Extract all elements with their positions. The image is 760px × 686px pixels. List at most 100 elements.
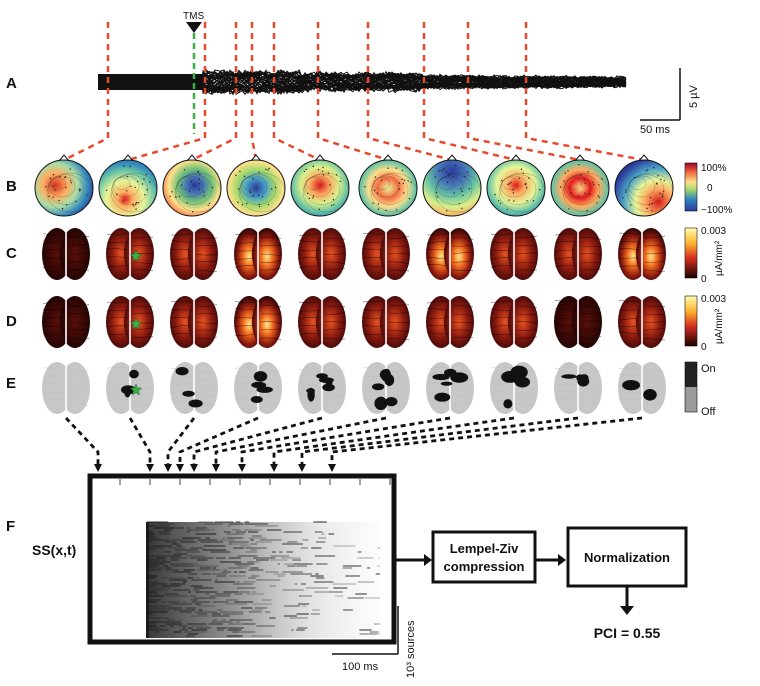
electrode-dot — [374, 176, 376, 178]
topo-head — [226, 159, 286, 217]
electrode-dot — [657, 175, 659, 177]
sulcus — [42, 325, 64, 327]
sulcus — [618, 232, 640, 235]
electrode-dot — [445, 171, 447, 173]
electrode-dot — [510, 181, 512, 184]
sulcus — [298, 240, 320, 243]
electrode-dot — [268, 167, 270, 170]
sulcus — [196, 237, 218, 239]
down-triangle-icon — [186, 22, 202, 33]
right-hemisphere — [316, 296, 346, 348]
sulcus — [516, 261, 538, 264]
sulcus — [618, 309, 640, 311]
row-label-f: F — [6, 518, 15, 535]
sulcus — [234, 367, 256, 369]
topo-contour — [302, 172, 350, 213]
sulcus — [388, 387, 410, 390]
electrode-dot — [630, 204, 632, 206]
ss-matrix-raster — [146, 521, 382, 638]
time-scale-label: 50 ms — [640, 124, 670, 136]
sulcus — [490, 366, 512, 369]
sulcus — [260, 260, 282, 263]
arrow-head-icon — [620, 606, 634, 615]
sulcus — [618, 299, 640, 303]
legend-off: Off — [701, 406, 716, 418]
electrode-dot — [69, 168, 71, 170]
topo-head — [290, 159, 350, 217]
topo-nose — [382, 154, 394, 162]
brain-map — [426, 296, 474, 348]
sulcus — [196, 253, 218, 256]
electrode-dot — [622, 197, 624, 199]
sulcus — [132, 269, 154, 271]
sulcus — [362, 317, 384, 319]
sulcus — [644, 269, 666, 273]
sulcus — [324, 237, 346, 240]
sulcus — [644, 378, 666, 381]
electrode-dot — [75, 200, 77, 202]
electrode-dot — [387, 167, 389, 169]
electrode-dot — [586, 210, 588, 212]
row-label-c: C — [6, 245, 17, 262]
arrow-head-icon — [94, 464, 102, 472]
sulcus — [298, 265, 320, 269]
binary-legend: On Off — [684, 361, 716, 418]
sulcus — [298, 332, 320, 336]
brain-map — [234, 296, 282, 348]
electrode-dot — [333, 204, 335, 206]
sulcus — [516, 313, 538, 316]
active-region — [182, 390, 195, 397]
eeg-trace — [201, 69, 627, 95]
electrode-dot — [656, 183, 658, 185]
sulcus — [388, 304, 410, 307]
sulcus — [68, 387, 90, 390]
sulcus — [298, 317, 320, 319]
electrode-dot — [401, 169, 404, 172]
electrode-dot — [462, 194, 464, 197]
electrode-dot — [203, 195, 205, 197]
sulcus — [644, 313, 666, 316]
sulcus — [260, 394, 282, 397]
pci-result: PCI = 0.55 — [594, 625, 661, 641]
electrode-dot — [512, 192, 514, 194]
electrode-dot — [524, 183, 527, 185]
sulcus — [426, 233, 448, 236]
electrode-dot — [261, 196, 264, 198]
lz-box-line1: Lempel-Ziv — [450, 541, 519, 556]
sulcus — [388, 337, 410, 340]
electrode-dot — [443, 168, 445, 170]
topo-contour — [305, 177, 323, 190]
electrode-dot — [237, 201, 239, 203]
sulcus — [516, 321, 538, 324]
sulcus — [554, 317, 576, 320]
electrode-dot — [499, 202, 502, 204]
sulcus — [106, 256, 128, 259]
topo-contour — [628, 175, 656, 198]
sulcus — [580, 320, 602, 323]
sulcus — [106, 309, 128, 312]
right-hemisphere — [508, 296, 538, 348]
brain-map — [42, 228, 90, 280]
electrode-dot — [144, 194, 146, 196]
electrode-dot — [188, 190, 191, 192]
right-hemisphere — [188, 228, 218, 280]
sulcus — [554, 324, 576, 327]
star-icon — [129, 383, 143, 396]
sulcus — [132, 336, 154, 339]
topo-nose — [58, 154, 70, 162]
brain-row-e — [42, 362, 666, 414]
sulcus — [170, 375, 192, 378]
electrode-dot — [49, 177, 52, 180]
electrode-dot — [587, 171, 589, 173]
sulcus — [426, 264, 448, 267]
sulcus — [426, 241, 448, 244]
sulcus — [170, 316, 192, 319]
sulcus — [644, 327, 666, 331]
electrode-dot — [323, 200, 326, 202]
electrode-dot — [449, 173, 451, 175]
sulcus — [618, 332, 640, 335]
sulcus — [42, 249, 64, 252]
brain-map — [554, 296, 602, 348]
electrode-dot — [78, 190, 81, 192]
right-hemisphere — [572, 296, 602, 348]
